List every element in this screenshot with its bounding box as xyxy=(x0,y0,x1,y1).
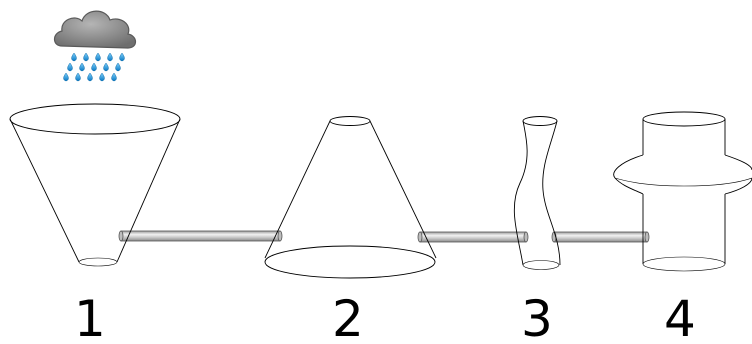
vessel-label-1: 1 xyxy=(74,290,106,344)
rain-drop-icon xyxy=(75,72,81,82)
rain-drop-icon xyxy=(71,52,77,62)
vessel-4 xyxy=(613,111,752,272)
pipe-2-3 xyxy=(417,231,529,243)
vessel-label-2: 2 xyxy=(332,290,364,344)
rain-drop-icon xyxy=(115,62,121,72)
rain-drop-icon xyxy=(63,72,69,82)
rain-drop-icon xyxy=(67,62,73,72)
vessel-label-4: 4 xyxy=(664,290,696,344)
pipe-3-4 xyxy=(551,231,650,243)
rain-cloud-icon xyxy=(53,10,137,82)
rain-drop-icon xyxy=(119,52,125,62)
rain-drop-icon xyxy=(83,52,89,62)
rain-drop-icon xyxy=(79,62,85,72)
rain-drop-icon xyxy=(87,72,93,82)
rain-drop-icon xyxy=(95,52,101,62)
cloud-shape xyxy=(53,10,137,49)
vessel-1 xyxy=(9,103,181,267)
rain-drop-icon xyxy=(107,52,113,62)
vessel-3 xyxy=(513,116,561,270)
rain-drop-icon xyxy=(111,72,117,82)
rain-drop-icon xyxy=(99,72,105,82)
rain-drop-icon xyxy=(91,62,97,72)
rain-drops xyxy=(63,52,125,82)
vessel-label-3: 3 xyxy=(521,290,553,344)
pipe-1-2 xyxy=(118,230,283,242)
rain-drop-icon xyxy=(103,62,109,72)
vessel-2 xyxy=(264,116,437,279)
